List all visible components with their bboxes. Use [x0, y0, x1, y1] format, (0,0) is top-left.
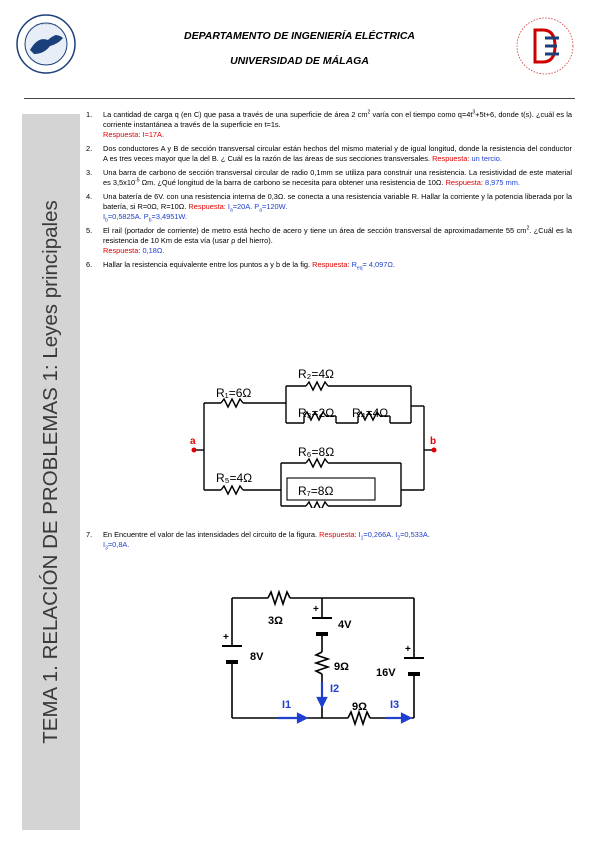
department-name: DEPARTAMENTO DE INGENIERÍA ELÉCTRICA: [183, 30, 415, 42]
department-logo: [516, 17, 574, 75]
label-r-mid: 9Ω: [334, 661, 349, 673]
problem-1: 1. La cantidad de carga q (en C) que pas…: [86, 109, 573, 139]
chapter-title: TEMA 1. RELACIÓN DE PROBLEMAS 1: Leyes p…: [39, 200, 62, 744]
label-r1: R₁=6Ω: [216, 386, 251, 400]
answer-label: Respuesta:: [188, 202, 226, 211]
answer-label: Respuesta:: [319, 530, 357, 539]
answer-label: Respuesta:: [445, 178, 483, 187]
plus-sign-4v: +: [313, 604, 319, 615]
label-node-a: a: [190, 436, 196, 447]
label-r-top: 3Ω: [268, 615, 283, 627]
problem-5: 5. El rail (portador de corriente) de me…: [86, 225, 572, 255]
problem-4: 4. Una batería de 6V. con una resistenci…: [86, 192, 572, 224]
label-v-right: 16V: [376, 667, 396, 679]
label-v-mid: 4V: [338, 619, 352, 631]
answer-label: Respuesta:: [103, 246, 141, 255]
answer-label: Respuesta:: [103, 130, 141, 139]
label-r5: R₅=4Ω: [216, 471, 252, 485]
battery-circuit-figure: + + + 3Ω 4V 8V 9Ω 16V 9Ω I1 I2 I3: [222, 589, 424, 727]
label-r7: R₇=8Ω: [298, 484, 333, 498]
answer-value: I1=0,266A. I2=0,533A.I3=0,8A.: [103, 530, 430, 552]
answer-value: un tercio.: [471, 154, 502, 163]
answer-value: 8,975 mm.: [485, 178, 520, 187]
problem-2: 2. Dos conductores A y B de sección tran…: [86, 144, 572, 163]
label-i2: I2: [330, 683, 339, 695]
answer-value: 0,18Ω.: [142, 246, 165, 255]
problem-6: 6. Hallar la resistencia equivalente ent…: [86, 260, 395, 272]
answer-value: Ia=20A. Pa=120W.Ib=0,5825A. Pb=3,4951W.: [103, 202, 288, 224]
node-a: [191, 447, 197, 453]
answer-label: Respuesta:: [312, 260, 350, 269]
plus-sign-16v: +: [405, 644, 411, 655]
label-r6: R₆=8Ω: [298, 445, 334, 459]
label-r-bottom: 9Ω: [352, 701, 367, 713]
plus-sign-8v: +: [223, 632, 229, 643]
problem-7: 7. En Encuentre el valor de las intensid…: [86, 530, 430, 552]
page-header: · · · · · · · DEPARTAMENTO DE INGENIERÍA…: [0, 0, 599, 100]
label-node-b: b: [430, 436, 436, 447]
label-r2: R₂=4Ω: [298, 367, 334, 381]
resistor-network-figure: a b R₁=6Ω R₂=4Ω R₃=2Ω R₄=4Ω R₅=4Ω R₆=8Ω …: [190, 367, 437, 508]
label-r4: R₄=4Ω: [352, 406, 388, 420]
answer-label: Respuesta:: [432, 154, 470, 163]
node-b: [431, 447, 437, 453]
sidebar-band: [22, 114, 80, 830]
university-name: UNIVERSIDAD DE MÁLAGA: [230, 55, 369, 67]
answer-value: I=17A.: [142, 130, 165, 139]
header-divider: [24, 98, 575, 99]
label-i3: I3: [390, 699, 399, 711]
label-r3: R₃=2Ω: [298, 406, 334, 420]
problem-3: 3. Una barra de carbono de sección trans…: [86, 168, 572, 187]
university-seal-logo: · · · · · · ·: [16, 14, 76, 74]
problem-list: 1. La cantidad de carga q (en C) que pas…: [86, 110, 572, 274]
label-v-left: 8V: [250, 651, 264, 663]
svg-text:· · · · · · ·: · · · · · · ·: [36, 22, 57, 28]
label-i1: I1: [282, 699, 291, 711]
answer-value: Req= 4,097Ω.: [351, 260, 395, 272]
